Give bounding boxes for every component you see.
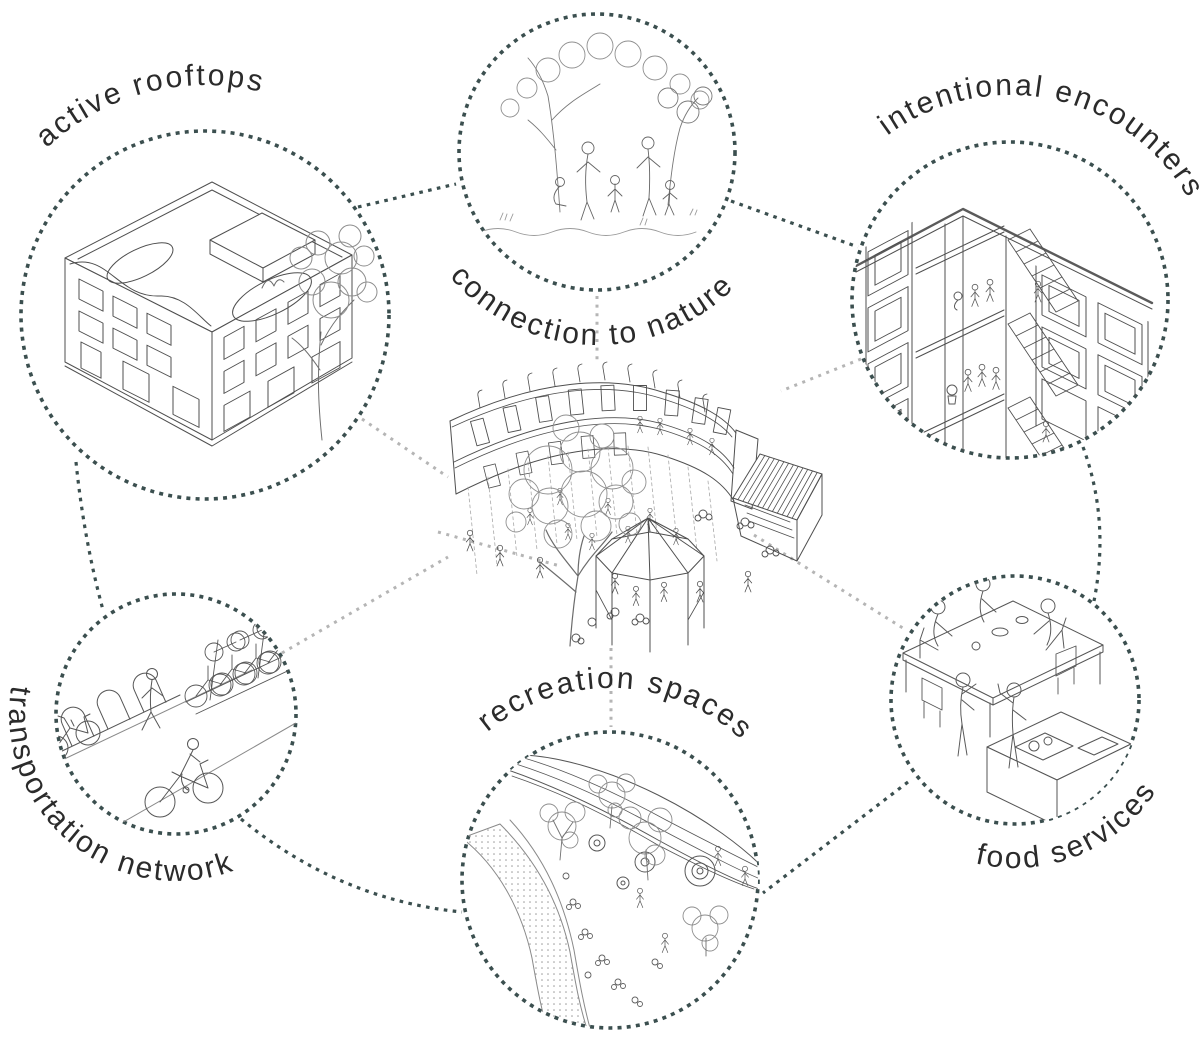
climbing-people [526, 487, 680, 551]
band-windows-lower [483, 432, 627, 489]
label-connection-to-nature: connection to nature [444, 259, 740, 352]
connection-to-nature-illustration [479, 32, 713, 236]
seated-people [919, 576, 1067, 659]
courtyard-people [465, 529, 753, 603]
recreation-spaces-illustration [462, 754, 758, 1028]
label-connection-to-nature-text: connection to nature [444, 259, 738, 352]
bike-rack-left [56, 672, 181, 761]
transportation-network-illustration [56, 608, 296, 834]
ground-sketch [479, 208, 698, 236]
right-facade-windows [223, 273, 341, 432]
ground-lines [57, 669, 296, 834]
empty-chairs [921, 645, 1077, 728]
tree-canopy-sketch [500, 32, 710, 118]
standing-people [955, 672, 1027, 769]
park-people [636, 887, 669, 953]
connection-to-nature-circle [457, 12, 737, 292]
river-bank-line [509, 819, 591, 1028]
active-rooftops-circle [19, 129, 391, 501]
left-facade-windows [78, 278, 200, 428]
rope-anchors [477, 361, 708, 413]
cyclist [144, 738, 224, 818]
spoke-rooftops [361, 417, 449, 479]
bike-rack-right [184, 608, 296, 715]
river-band [462, 823, 589, 1028]
intentional-encounters-circle [850, 140, 1170, 460]
pavilion [595, 517, 705, 653]
active-rooftops-illustration [64, 181, 378, 447]
label-intentional-encounters: intentional encounters [872, 69, 1200, 204]
building-corner [854, 207, 1154, 458]
kitchen-island [986, 711, 1132, 824]
tree-trunks [527, 57, 713, 213]
park-trees [539, 773, 729, 957]
louvered-roof [732, 453, 823, 562]
connector-encounters-food [1081, 446, 1102, 602]
transportation-network-circle [54, 592, 298, 836]
left-facade-frames [865, 221, 913, 458]
connector-food-recreation [762, 780, 909, 895]
stair-flights [1007, 228, 1079, 458]
center-spokes [281, 296, 907, 727]
food-services-circle [889, 574, 1141, 826]
courtyard-ground-dashes [437, 530, 561, 568]
spoke-encounters [780, 357, 862, 393]
courtyard-illustration [449, 361, 823, 653]
shrub-clusters [562, 872, 663, 1007]
courtyard-tree [505, 414, 647, 647]
balcony-people [636, 415, 716, 456]
connector-nature-encounters [730, 199, 859, 249]
dining-table [902, 600, 1104, 738]
connector-rooftops-nature [357, 182, 457, 209]
rooftop-tree [289, 224, 378, 441]
connector-transport-rooftops [74, 461, 105, 611]
walking-person [141, 668, 164, 731]
ring-connectors [74, 182, 1102, 914]
food-services-illustration [902, 576, 1132, 824]
intentional-encounters-illustration [854, 207, 1154, 458]
spoke-transport [281, 555, 449, 655]
spoke-food [753, 533, 907, 632]
rooftop-building [64, 181, 353, 447]
people-in-garden [553, 136, 678, 221]
people-on-landings [946, 278, 1051, 443]
band-windows-upper [470, 384, 732, 447]
connector-recreation-transport [239, 817, 463, 914]
label-intentional-encounters-text: intentional encounters [872, 69, 1200, 204]
curved-facade-band [449, 361, 759, 510]
